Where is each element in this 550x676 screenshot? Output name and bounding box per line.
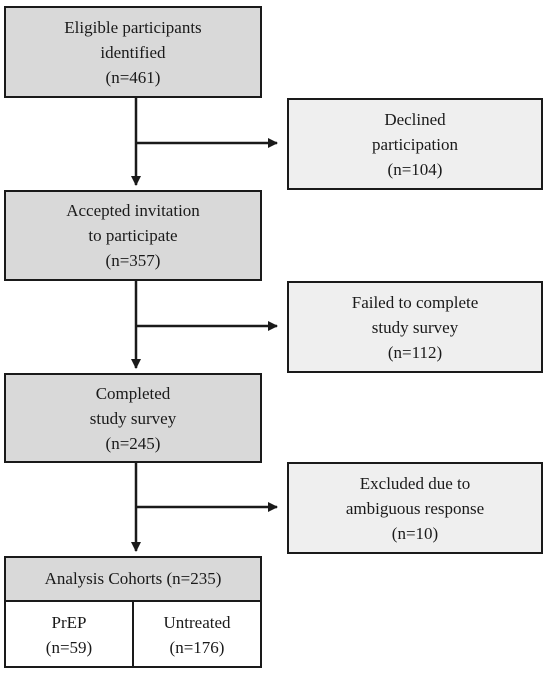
eligible-line-1: Eligible participants [64,17,202,37]
prep-cohort-cell: PrEP (n=59) [6,602,134,668]
untreated-label: Untreated [163,613,231,632]
eligible-participants-box: Eligible participants identified (n=461) [4,6,262,98]
eligible-line-2: identified [100,42,166,62]
completed-line-2: study survey [89,408,177,428]
accepted-line-1: Accepted invitation [66,201,200,220]
declined-line-1: Declined [384,109,446,129]
analysis-header-text: Analysis Cohorts (n=235) [44,569,222,588]
failed-line-2: study survey [371,317,459,337]
accepted-invitation-box: Accepted invitation to participate (n=35… [4,190,262,281]
failed-count: (n=112) [387,342,443,362]
analysis-cohorts-box: Analysis Cohorts (n=235) PrEP (n=59) Unt… [4,556,262,668]
declined-line-2: participation [372,134,458,154]
prep-count: (n=59) [45,638,93,657]
completed-count: (n=245) [105,433,161,453]
failed-line-1: Failed to complete [351,292,479,312]
untreated-count: (n=176) [169,638,225,657]
accepted-count: (n=357) [105,251,161,270]
analysis-cohorts-header: Analysis Cohorts (n=235) [6,558,260,602]
excluded-box: Excluded due to ambiguous response (n=10… [287,462,543,554]
excluded-line-2: ambiguous response [345,498,485,518]
completed-survey-box: Completed study survey (n=245) [4,373,262,463]
accepted-line-2: to participate [88,226,178,245]
eligible-count: (n=461) [105,67,161,87]
untreated-cohort-cell: Untreated (n=176) [134,602,260,668]
excluded-line-1: Excluded due to [359,473,471,493]
declined-participation-box: Declined participation (n=104) [287,98,543,190]
excluded-count: (n=10) [391,523,439,543]
completed-line-1: Completed [95,383,171,403]
failed-to-complete-box: Failed to complete study survey (n=112) [287,281,543,373]
prep-label: PrEP [51,613,87,632]
declined-count: (n=104) [387,159,443,179]
